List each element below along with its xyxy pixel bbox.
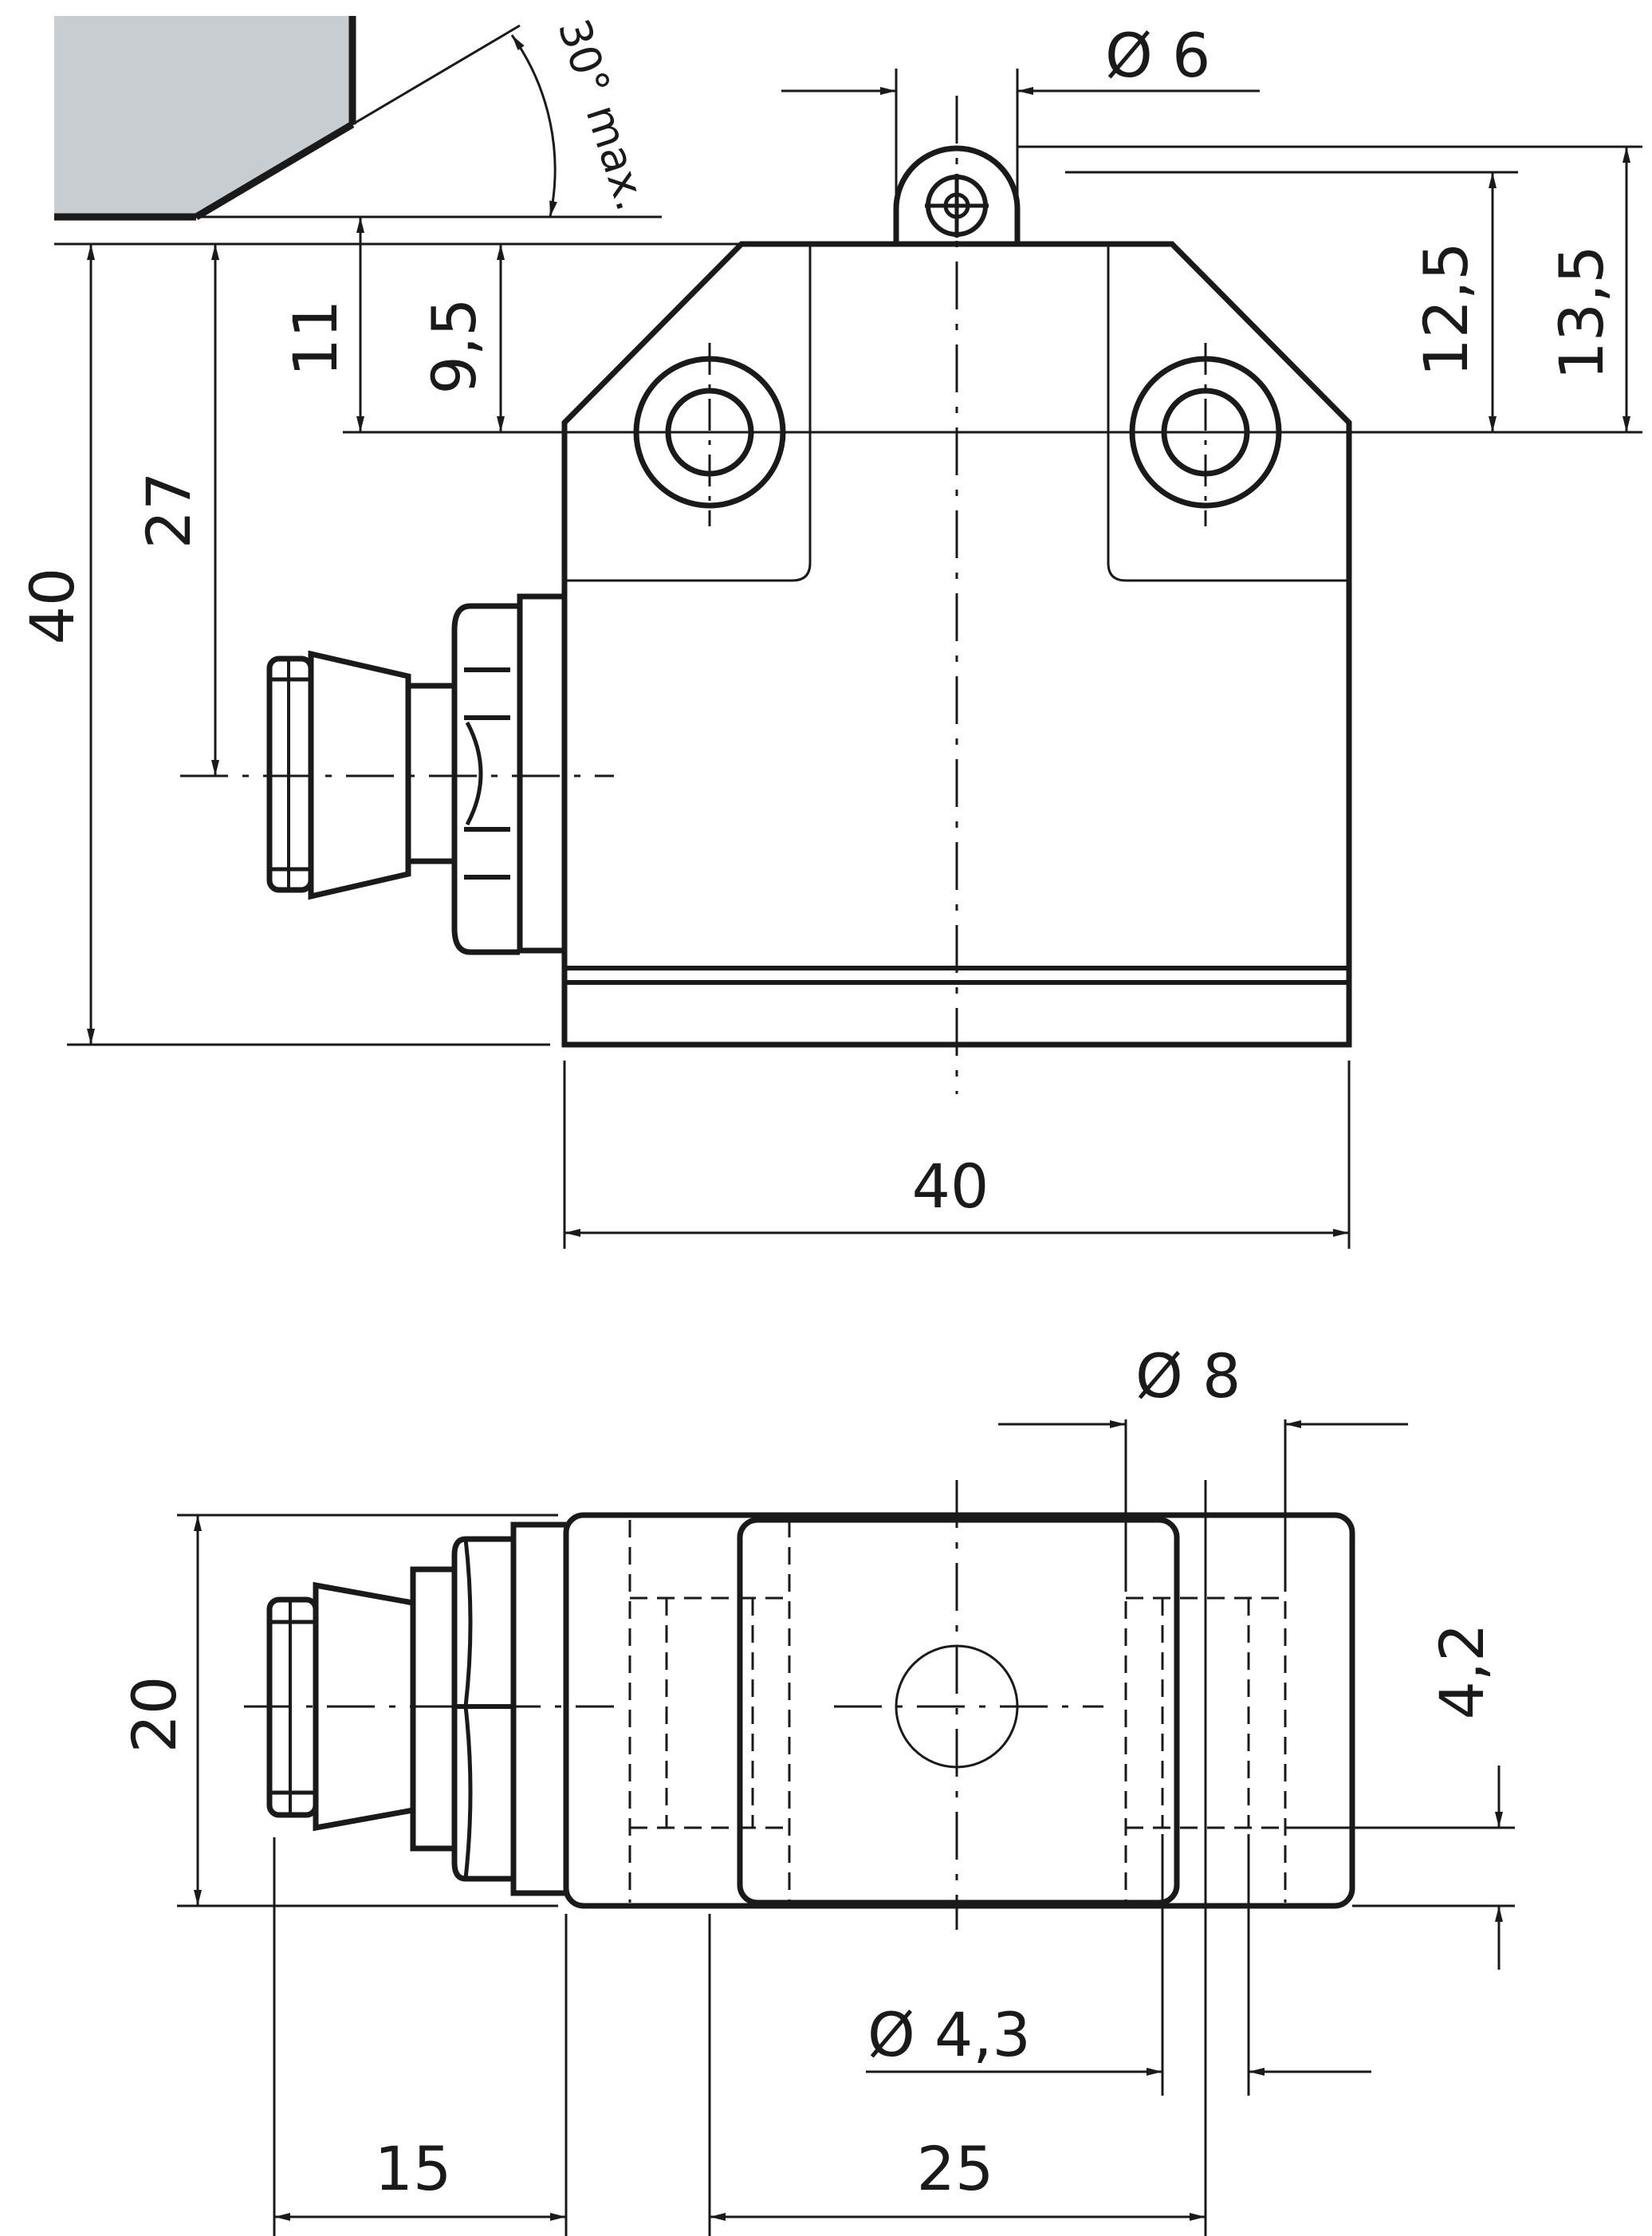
housing-outline <box>561 241 1352 1048</box>
roller-diameter-label: Ø 6 <box>1105 20 1210 91</box>
angle-label: 30° max. <box>549 14 657 217</box>
height-12-5-label: 12,5 <box>1410 242 1481 376</box>
connector-length-label: 15 <box>375 2133 452 2204</box>
counterbore-diameter-label: Ø 8 <box>1135 1340 1241 1411</box>
actuating-surface <box>54 16 352 217</box>
front-view <box>54 16 1642 1249</box>
hole-diameter-label: Ø 4,3 <box>867 1999 1031 2070</box>
top-lid-outline <box>737 1517 1180 1906</box>
height-axis-label: 27 <box>133 472 204 549</box>
hole-spacing-label: 25 <box>917 2133 994 2204</box>
hole-offset-label: 4,2 <box>1426 1624 1497 1720</box>
top-connector <box>266 1522 566 1896</box>
height-13-5-label: 13,5 <box>1546 245 1617 380</box>
right-lug-outline <box>1107 244 1349 582</box>
top-body-outline <box>563 1512 1355 1909</box>
angle-arc <box>510 34 557 218</box>
left-lug-outline <box>564 244 812 582</box>
height-11-label: 11 <box>280 300 351 377</box>
height-9-5-label: 9,5 <box>419 298 490 395</box>
width-label: 40 <box>912 1151 989 1222</box>
top-view <box>177 1419 1515 2236</box>
depth-label: 20 <box>119 1676 190 1754</box>
cable-gland <box>266 593 564 955</box>
slope-extension <box>352 24 521 126</box>
surface-slope <box>194 121 355 220</box>
height-overall-label: 40 <box>17 568 88 645</box>
